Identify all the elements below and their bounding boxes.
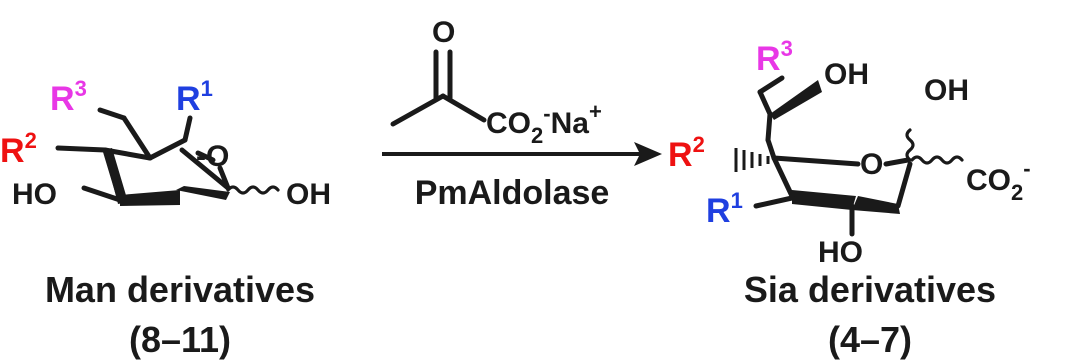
sia-bond-c7-c6 xyxy=(765,137,777,161)
sia-bond-ch2-c8 xyxy=(757,89,773,117)
reaction-arrow-head xyxy=(634,142,662,166)
wavy-bond-anomeric xyxy=(226,185,280,195)
bond-c5-ch2 xyxy=(121,115,153,161)
man-oh-label: OH xyxy=(286,178,331,211)
sia-wavy-bond-oh xyxy=(905,128,915,162)
sia-r1-label: R1 xyxy=(706,188,743,230)
sia-ring-oxygen: O xyxy=(860,148,883,181)
man-labels: R3 R1 -O R2 HO OH xyxy=(0,76,331,211)
sia-bond-c8-c7 xyxy=(765,111,773,143)
pyruvate-carboxylate-label: CO2-Na+ xyxy=(486,99,602,148)
bond-c1-r1 xyxy=(182,115,193,143)
sia-caption: Sia derivatives xyxy=(744,269,996,310)
sia-r3-label: R3 xyxy=(756,36,793,78)
sia-bond-r3-ch2 xyxy=(757,75,785,95)
sia-oh-anomeric-label: OH xyxy=(924,74,969,107)
sia-bond-c5-r1 xyxy=(753,195,795,209)
enzyme-label: PmAldolase xyxy=(415,174,610,212)
man-ring-oxygen: -O xyxy=(196,140,229,173)
man-compound-numbers: (8–11) xyxy=(129,319,231,360)
ring-bond-c5-c1 xyxy=(147,137,188,161)
pyruvate-methyl-bond xyxy=(390,93,446,127)
reaction-arrow xyxy=(382,142,662,166)
sia-r2-label: R2 xyxy=(668,132,705,174)
bond-ch2-r3 xyxy=(97,107,127,121)
pyruvate-carbonyl-oxygen: O xyxy=(432,16,455,49)
man-caption: Man derivatives xyxy=(45,269,315,310)
wedge-bond-c3-c2 xyxy=(120,190,180,206)
man-r2-label: R2 xyxy=(0,128,37,170)
wedge-bond-c2-c1 xyxy=(176,186,230,200)
bond-c3-ho xyxy=(81,185,123,203)
man-ho-label: HO xyxy=(12,178,57,211)
man-r3-label: R3 xyxy=(50,76,87,118)
wedge-bond-c4-c3 xyxy=(104,148,128,204)
sia-ring-c6-o xyxy=(771,155,861,167)
ring-bond-c2-o xyxy=(195,150,216,163)
sia-labels: R3 OH OH R2 O CO2- R1 HO xyxy=(668,36,1031,269)
sia-oh-top-label: OH xyxy=(824,58,869,91)
sia-wedge-c3-c4 xyxy=(852,196,900,214)
sia-ho-label: HO xyxy=(818,236,863,269)
sia-compound-numbers: (4–7) xyxy=(828,319,912,360)
sia-ring-o-c2 xyxy=(883,157,911,167)
sia-carboxylate-label: CO2- xyxy=(966,156,1031,205)
sia-wedge-c8-oh xyxy=(770,80,822,120)
sia-wedge-c4-c5 xyxy=(792,190,856,210)
man-r1-label: R1 xyxy=(176,76,213,118)
man-derivative-structure xyxy=(55,107,280,206)
sia-ring-c5-c6 xyxy=(771,155,795,199)
sia-hashed-bond-c6-r2 xyxy=(734,148,770,172)
pyruvate-carboxyl-bond xyxy=(440,93,487,123)
sia-derivative-structure xyxy=(734,75,964,237)
pyruvate-structure: O CO2-Na+ xyxy=(390,16,602,148)
sia-wavy-bond-co2 xyxy=(910,155,964,165)
bond-c4-r2 xyxy=(55,145,108,153)
ring-bond-c2-c1 xyxy=(179,147,231,191)
sia-ring-c2-c3 xyxy=(895,161,913,209)
